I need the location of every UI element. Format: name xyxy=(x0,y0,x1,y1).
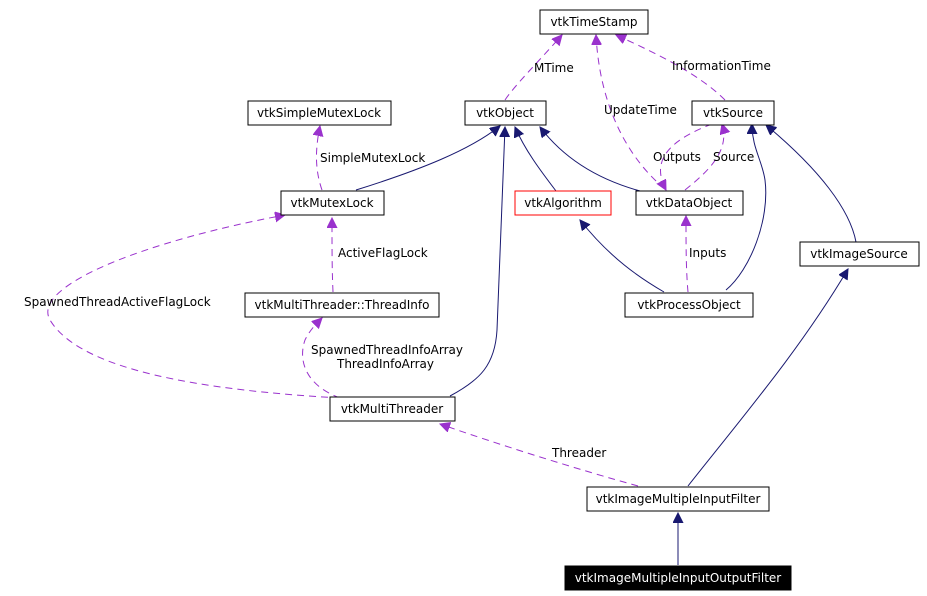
svg-text:vtkObject: vtkObject xyxy=(476,106,534,120)
label-spawnedthreadinfoarray: SpawnedThreadInfoArray xyxy=(311,343,463,357)
label-inputs: Inputs xyxy=(689,246,726,260)
svg-text:vtkMutexLock: vtkMutexLock xyxy=(290,196,373,210)
edge-threader xyxy=(440,424,639,487)
edge-activeflaglock xyxy=(332,218,333,293)
label-threader: Threader xyxy=(551,446,606,460)
edge-inputs xyxy=(686,216,688,293)
edge-source xyxy=(684,124,724,191)
svg-text:vtkSource: vtkSource xyxy=(703,106,763,120)
edge-mutexlock-to-object xyxy=(355,126,500,191)
node-vtkalgorithm[interactable]: vtkAlgorithm xyxy=(514,190,612,216)
edge-updatetime xyxy=(596,35,666,190)
edge-dataobject-to-object xyxy=(540,127,641,192)
node-vtkprocessobject[interactable]: vtkProcessObject xyxy=(624,292,754,318)
node-vtkimagesource[interactable]: vtkImageSource xyxy=(799,241,920,267)
edge-imagesource-to-source xyxy=(766,125,857,243)
svg-text:vtkSimpleMutexLock: vtkSimpleMutexLock xyxy=(257,106,381,120)
node-vtkimagemultipleinputoutputfilter[interactable]: vtkImageMultipleInputOutputFilter xyxy=(564,565,792,591)
edge-processobject-to-algorithm xyxy=(580,220,665,293)
svg-text:vtkMultiThreader::ThreadInfo: vtkMultiThreader::ThreadInfo xyxy=(255,298,430,312)
edge-outputs xyxy=(661,123,713,190)
label-updatetime: UpdateTime xyxy=(604,103,677,117)
edge-processobject-to-source xyxy=(725,124,767,291)
edge-multipleinput-to-imagesource xyxy=(687,269,848,487)
edge-simplemutexlock xyxy=(316,126,322,191)
node-vtktimestamp[interactable]: vtkTimeStamp xyxy=(539,9,649,35)
svg-text:vtkImageSource: vtkImageSource xyxy=(810,247,908,261)
node-vtkmutexlock[interactable]: vtkMutexLock xyxy=(280,190,385,216)
label-mtime: MTime xyxy=(534,61,574,75)
edge-informationtime xyxy=(616,35,726,101)
svg-text:vtkImageMultipleInputFilter: vtkImageMultipleInputFilter xyxy=(596,492,761,506)
label-threadinfoarray: ThreadInfoArray xyxy=(336,357,434,371)
node-vtkmultithreader-threadinfo[interactable]: vtkMultiThreader::ThreadInfo xyxy=(244,292,440,318)
svg-text:vtkMultiThreader: vtkMultiThreader xyxy=(341,402,443,416)
svg-text:vtkDataObject: vtkDataObject xyxy=(646,196,733,210)
label-outputs: Outputs xyxy=(653,150,701,164)
node-vtksimplemutexlock[interactable]: vtkSimpleMutexLock xyxy=(247,100,392,126)
label-informationtime: InformationTime xyxy=(672,59,771,73)
label-simplemutexlock: SimpleMutexLock xyxy=(320,151,425,165)
label-source: Source xyxy=(713,150,754,164)
node-vtksource[interactable]: vtkSource xyxy=(691,100,775,126)
node-vtkimagemultipleinputfilter[interactable]: vtkImageMultipleInputFilter xyxy=(586,486,770,512)
svg-text:vtkImageMultipleInputOutputFil: vtkImageMultipleInputOutputFilter xyxy=(575,571,782,585)
label-spawnedthreadactiveflaglock: SpawnedThreadActiveFlagLock xyxy=(24,295,211,309)
label-activeflaglock: ActiveFlagLock xyxy=(338,246,428,260)
edge-spawnedthreadactiveflaglock xyxy=(47,215,341,399)
edge-algorithm-to-object xyxy=(515,127,557,192)
node-vtkmultithreader[interactable]: vtkMultiThreader xyxy=(329,396,456,422)
edge-mtime xyxy=(504,35,562,101)
svg-text:vtkTimeStamp: vtkTimeStamp xyxy=(550,15,637,29)
edge-multithreader-to-object xyxy=(449,127,505,397)
svg-text:vtkAlgorithm: vtkAlgorithm xyxy=(524,196,602,210)
node-vtkobject[interactable]: vtkObject xyxy=(464,100,547,126)
edge-spawnedthreadinfoarray xyxy=(302,318,341,399)
svg-text:vtkProcessObject: vtkProcessObject xyxy=(637,298,741,312)
node-vtkdataobject[interactable]: vtkDataObject xyxy=(635,190,744,216)
